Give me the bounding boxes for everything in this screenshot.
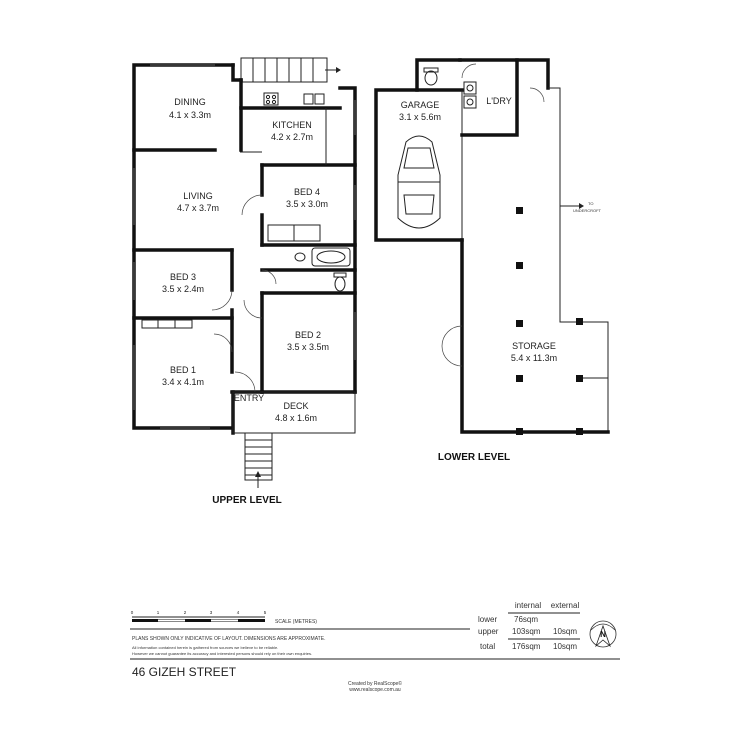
scale-tick-2: 2 bbox=[184, 610, 187, 615]
living-size: 4.7 x 3.7m bbox=[177, 203, 219, 213]
scale-tick-3: 3 bbox=[210, 610, 213, 615]
area-row-total-external: 10sqm bbox=[553, 642, 577, 651]
north-letter: N bbox=[600, 630, 606, 639]
deck-size: 4.8 x 1.6m bbox=[275, 413, 317, 423]
area-row-lower-label: lower bbox=[478, 615, 497, 624]
kitchen-name: KITCHEN bbox=[272, 120, 312, 130]
credit-line2: www.realscope.com.au bbox=[349, 687, 401, 693]
bed4-size: 3.5 x 3.0m bbox=[286, 199, 328, 209]
disclaimer-line2: However we cannot guarantee its accuracy… bbox=[132, 651, 312, 656]
deck-area bbox=[232, 391, 356, 434]
deck-name: DECK bbox=[283, 401, 308, 411]
garage-size: 3.1 x 5.6m bbox=[399, 112, 441, 122]
scale-tick-1: 1 bbox=[157, 610, 160, 615]
scale-tick-4: 4 bbox=[237, 610, 240, 615]
storage-size: 5.4 x 11.3m bbox=[511, 353, 557, 363]
credit-line1: Created by RealScope© bbox=[348, 680, 402, 687]
laundry-name: L'DRY bbox=[486, 96, 512, 106]
scale-tick-5: 5 bbox=[264, 610, 267, 615]
bed3-name: BED 3 bbox=[170, 272, 196, 282]
bed3-size: 3.5 x 2.4m bbox=[162, 284, 204, 294]
area-row-total-label: total bbox=[480, 642, 495, 651]
bed2-name: BED 2 bbox=[295, 330, 321, 340]
bed1-name: BED 1 bbox=[170, 365, 196, 375]
kitchen-size: 4.2 x 2.7m bbox=[271, 132, 313, 142]
undercroft-to: TO bbox=[588, 201, 593, 206]
area-row-total-internal: 176sqm bbox=[512, 642, 541, 651]
kitchen-fixtures bbox=[263, 92, 325, 106]
front-stairs bbox=[244, 432, 273, 488]
area-header-external: external bbox=[551, 601, 580, 610]
disclaimer-main: PLANS SHOWN ONLY INDICATIVE OF LAYOUT. D… bbox=[132, 636, 325, 642]
area-row-lower-internal: 76sqm bbox=[514, 615, 538, 624]
stairs-top bbox=[240, 57, 341, 83]
bed2-size: 3.5 x 3.5m bbox=[287, 342, 329, 352]
dining-size: 4.1 x 3.3m bbox=[169, 110, 211, 120]
lower-level-plan: TO UNDERCROFT GARAGE 3.1 x 5.6m L'DRY ST… bbox=[374, 58, 610, 463]
garage-name: GARAGE bbox=[401, 100, 440, 110]
car-icon bbox=[397, 135, 441, 229]
area-row-upper-external: 10sqm bbox=[553, 627, 577, 636]
lower-level-label: LOWER LEVEL bbox=[438, 452, 510, 463]
upper-level-plan: DINING 4.1 x 3.3m KITCHEN 4.2 x 2.7m LIV… bbox=[132, 57, 357, 506]
area-header-internal: internal bbox=[515, 601, 541, 610]
storage-name: STORAGE bbox=[512, 341, 556, 351]
scale-tick-0: 0 bbox=[131, 610, 134, 615]
upper-level-label: UPPER LEVEL bbox=[212, 495, 281, 506]
entry-name: ENTRY bbox=[234, 393, 264, 403]
area-table: internal external lower 76sqm upper 103s… bbox=[478, 601, 580, 651]
living-name: LIVING bbox=[183, 191, 213, 201]
undercroft-label: UNDERCROFT bbox=[573, 208, 602, 213]
north-arrow-icon: N bbox=[589, 620, 617, 648]
scale-label: SCALE (METRES) bbox=[275, 619, 317, 625]
storage-columns bbox=[516, 207, 583, 435]
bed1-size: 3.4 x 4.1m bbox=[162, 377, 204, 387]
dining-name: DINING bbox=[174, 97, 206, 107]
area-row-upper-label: upper bbox=[478, 627, 499, 636]
scale-bar: 0 1 2 3 4 5 SCALE (METRES) bbox=[130, 610, 470, 630]
area-row-upper-internal: 103sqm bbox=[512, 627, 541, 636]
disclaimer-line1: All information contained herein is gath… bbox=[132, 645, 278, 650]
bed4-name: BED 4 bbox=[294, 187, 320, 197]
address: 46 GIZEH STREET bbox=[132, 665, 237, 679]
